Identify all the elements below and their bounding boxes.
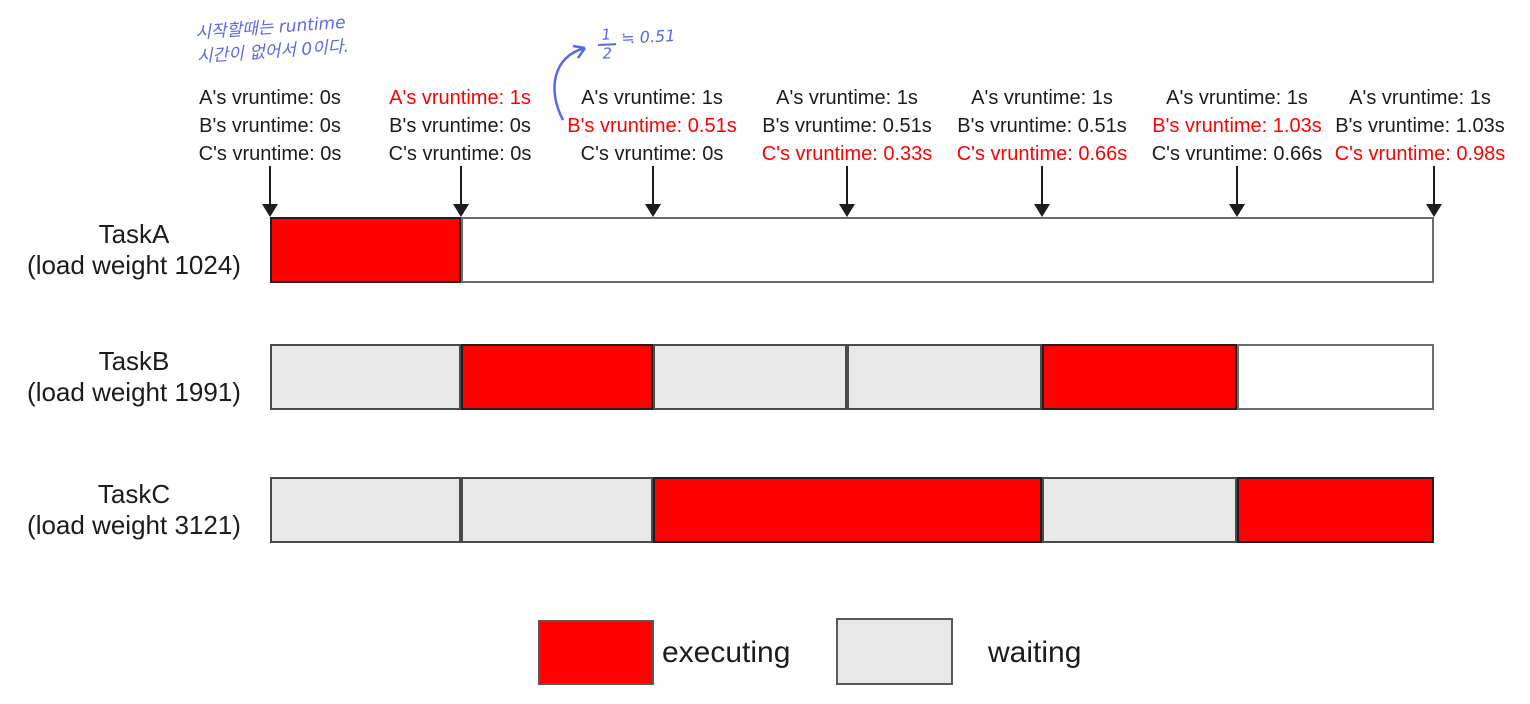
task-load-weight: (load weight 3121) bbox=[27, 510, 241, 540]
vruntime-value: C's vruntime: 0.66s bbox=[1151, 143, 1323, 165]
vruntime-value: B's vruntime: 0.51s bbox=[762, 115, 932, 137]
fraction-numerator: 1 bbox=[597, 25, 616, 47]
down-arrow-icon bbox=[269, 166, 271, 206]
legend-label-waiting: waiting bbox=[988, 636, 1082, 669]
vruntime-value: C's vruntime: 0s bbox=[198, 143, 342, 165]
timeline-segment-waiting bbox=[1042, 477, 1237, 543]
timeline-segment-executing bbox=[653, 477, 1042, 543]
down-arrow-icon bbox=[1236, 166, 1238, 206]
vruntime-value-updated: A's vruntime: 1s bbox=[389, 87, 531, 109]
task-name: TaskC bbox=[97, 479, 171, 509]
vruntime-column: A's vruntime: 1s B's vruntime: 0s C's vrun… bbox=[348, 84, 572, 168]
down-arrow-head-icon bbox=[645, 204, 661, 217]
vruntime-value: C's vruntime: 0s bbox=[580, 143, 724, 165]
down-arrow-head-icon bbox=[839, 204, 855, 217]
vruntime-value: B's vruntime: 1.03s bbox=[1335, 115, 1505, 137]
vruntime-value: A's vruntime: 1s bbox=[776, 87, 918, 109]
timeline-segment-executing bbox=[1042, 344, 1237, 410]
task-name: TaskA bbox=[98, 219, 170, 249]
fraction: 1 2 bbox=[597, 25, 616, 63]
vruntime-value: B's vruntime: 0.51s bbox=[957, 115, 1127, 137]
vruntime-value: B's vruntime: 0s bbox=[199, 115, 341, 137]
vruntime-value: A's vruntime: 1s bbox=[581, 87, 723, 109]
task-name: TaskB bbox=[98, 346, 170, 376]
down-arrow-icon bbox=[1041, 166, 1043, 206]
vruntime-value-updated: B's vruntime: 0.51s bbox=[567, 115, 737, 137]
fraction-approx-value: ≒ 0.51 bbox=[620, 25, 676, 48]
vruntime-value: B's vruntime: 0s bbox=[389, 115, 531, 137]
handwritten-note-fraction: 1 2 ≒ 0.51 bbox=[597, 24, 676, 63]
timeline-segment-executing bbox=[461, 344, 653, 410]
timeline-segment-idle bbox=[1237, 344, 1434, 410]
down-arrow-head-icon bbox=[1426, 204, 1442, 217]
down-arrow-head-icon bbox=[453, 204, 469, 217]
task-load-weight: (load weight 1024) bbox=[27, 250, 241, 280]
curved-arrow-annotation bbox=[553, 44, 587, 121]
vruntime-value-updated: B's vruntime: 1.03s bbox=[1152, 115, 1322, 137]
timeline-segment-waiting bbox=[847, 344, 1042, 410]
legend-swatch-waiting bbox=[836, 618, 953, 685]
down-arrow-icon bbox=[652, 166, 654, 206]
legend-swatch-executing bbox=[538, 620, 654, 685]
task-label: TaskB(load weight 1991) bbox=[0, 346, 268, 408]
down-arrow-head-icon bbox=[1034, 204, 1050, 217]
task-label: TaskA(load weight 1024) bbox=[0, 219, 268, 281]
down-arrow-head-icon bbox=[262, 204, 278, 217]
vruntime-value: A's vruntime: 1s bbox=[1349, 87, 1491, 109]
timeline-segment-waiting bbox=[461, 477, 653, 543]
timeline-segment-idle bbox=[461, 217, 1434, 283]
timeline-segment-waiting bbox=[653, 344, 847, 410]
timeline-segment-executing bbox=[1237, 477, 1434, 543]
legend-label-executing: executing bbox=[662, 636, 791, 669]
task-load-weight: (load weight 1991) bbox=[27, 377, 241, 407]
handwritten-note-start-vruntime: 시작할때는 runtime 시간이 없어서 0이다. bbox=[195, 11, 350, 69]
timeline-segment-executing bbox=[270, 217, 461, 283]
down-arrow-icon bbox=[846, 166, 848, 206]
down-arrow-icon bbox=[460, 166, 462, 206]
timeline-segment-waiting bbox=[270, 344, 461, 410]
down-arrow-head-icon bbox=[1229, 204, 1245, 217]
vruntime-value: A's vruntime: 0s bbox=[199, 87, 341, 109]
vruntime-value: A's vruntime: 1s bbox=[1166, 87, 1308, 109]
vruntime-value-updated: C's vruntime: 0.66s bbox=[956, 143, 1128, 165]
vruntime-column: A's vruntime: 0s B's vruntime: 0s C's vrun… bbox=[158, 84, 382, 168]
task-label: TaskC(load weight 3121) bbox=[0, 479, 268, 541]
vruntime-value-updated: C's vruntime: 0.33s bbox=[761, 143, 933, 165]
timeline-segment-waiting bbox=[270, 477, 461, 543]
vruntime-value-updated: C's vruntime: 0.98s bbox=[1334, 143, 1506, 165]
down-arrow-icon bbox=[1433, 166, 1435, 206]
vruntime-value: A's vruntime: 1s bbox=[971, 87, 1113, 109]
fraction-denominator: 2 bbox=[602, 44, 613, 63]
vruntime-value: C's vruntime: 0s bbox=[388, 143, 532, 165]
